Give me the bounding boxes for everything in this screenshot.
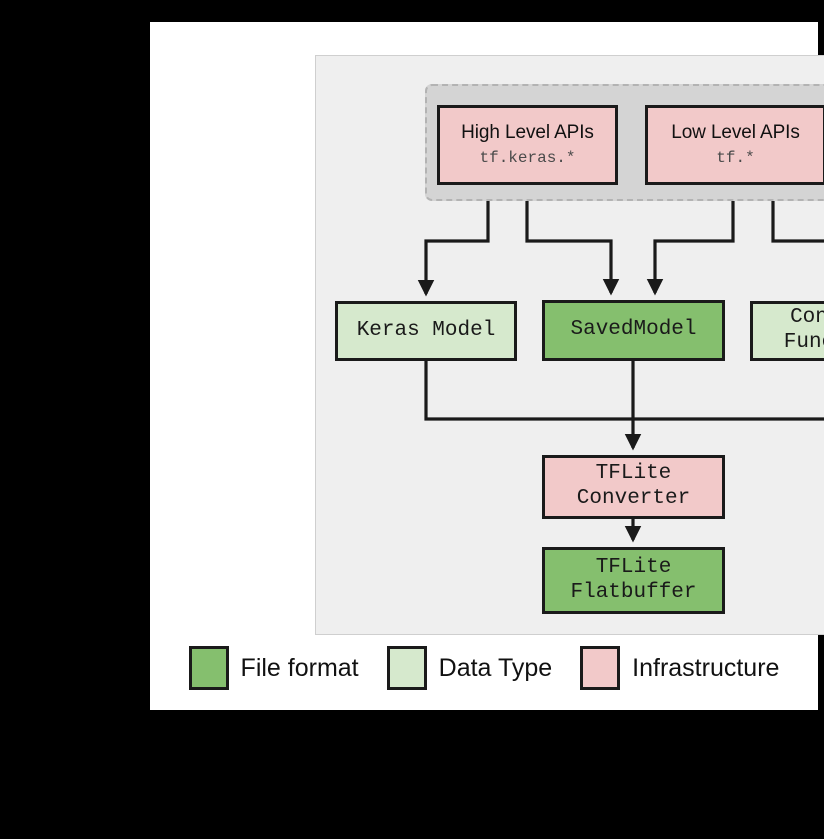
node-title: High Level APIs	[461, 122, 594, 144]
legend-item-file-format: File format	[188, 646, 359, 690]
legend-label: File format	[240, 653, 359, 682]
legend-swatch-infrastructure	[580, 646, 621, 690]
diagram-card: High Level APIs tf.keras.* Low Level API…	[150, 22, 824, 710]
node-title: TFLite Flatbuffer	[570, 555, 697, 604]
node-title: Keras Model	[356, 318, 496, 342]
legend-swatch-file-format	[188, 646, 229, 690]
node-saved-model[interactable]: SavedModel	[542, 300, 725, 361]
legend-label: Infrastructure	[632, 653, 780, 682]
node-low-level-apis[interactable]: Low Level APIs tf.*	[645, 105, 824, 185]
node-title: Low Level APIs	[671, 122, 800, 144]
node-title: Concrete Functions	[783, 306, 824, 354]
node-tflite-converter[interactable]: TFLite Converter	[542, 455, 725, 519]
node-title: SavedModel	[570, 318, 697, 342]
node-title: TFLite Converter	[576, 462, 691, 510]
node-keras-model[interactable]: Keras Model	[335, 301, 517, 361]
legend-swatch-data-type	[386, 646, 427, 690]
node-high-level-apis[interactable]: High Level APIs tf.keras.*	[437, 105, 618, 185]
legend-item-data-type: Data Type	[386, 646, 553, 690]
legend-label: Data Type	[438, 653, 553, 682]
node-tflite-flatbuffer[interactable]: TFLite Flatbuffer	[542, 547, 725, 614]
node-concrete-functions[interactable]: Concrete Functions	[750, 301, 824, 361]
legend: File format Data Type Infrastructure	[150, 632, 818, 704]
page-root: High Level APIs tf.keras.* Low Level API…	[150, 22, 824, 710]
node-subtitle: tf.*	[716, 148, 755, 167]
legend-item-infrastructure: Infrastructure	[580, 646, 779, 690]
node-subtitle: tf.keras.*	[479, 148, 576, 167]
